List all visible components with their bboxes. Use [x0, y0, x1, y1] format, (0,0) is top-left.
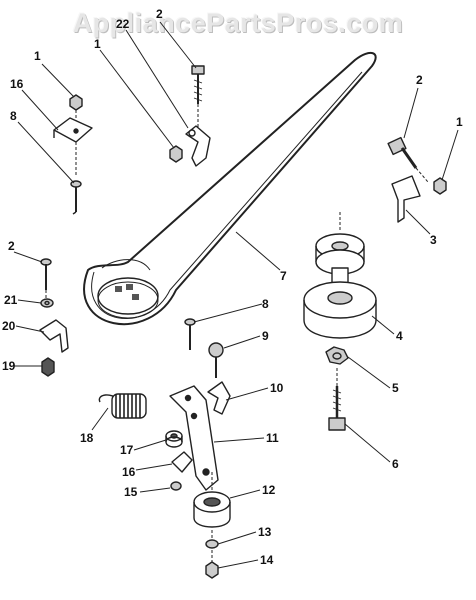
callout-7: 7 — [280, 269, 287, 283]
spring-part-18 — [98, 393, 147, 419]
bracket-part-22 — [185, 125, 211, 167]
nut-part-1-right — [433, 177, 447, 195]
callout-18: 18 — [80, 431, 94, 445]
bracket-part-10 — [207, 381, 231, 415]
callout-1-left: 1 — [34, 49, 41, 63]
bolt-part-6 — [328, 368, 346, 431]
callout-8-center: 8 — [262, 297, 269, 311]
callout-13: 13 — [258, 525, 272, 539]
nut-part-5 — [325, 346, 349, 365]
nut-part-19 — [41, 357, 55, 377]
washer-part-21 — [40, 298, 54, 308]
callout-20: 20 — [2, 319, 16, 333]
washer-part-13 — [205, 530, 219, 549]
knob-part-9 — [208, 342, 224, 378]
leader-lines — [13, 21, 459, 569]
nut-part-1-top — [169, 145, 183, 163]
callout-16-left: 16 — [10, 77, 24, 91]
bolt-part-8-center — [184, 318, 196, 350]
callout-4: 4 — [396, 329, 403, 343]
nut-part-14 — [205, 550, 219, 579]
callout-1-top: 1 — [94, 37, 101, 51]
bolt-part-2-left — [40, 258, 52, 298]
pulley-part-4 — [303, 212, 377, 339]
engine-pulley — [97, 277, 159, 319]
washer-part-15 — [170, 481, 182, 491]
callout-19: 19 — [2, 359, 16, 373]
clip-part-16-left — [53, 117, 93, 175]
callout-9: 9 — [262, 329, 269, 343]
callout-14: 14 — [260, 553, 274, 567]
callout-1-right: 1 — [456, 115, 463, 129]
clip-part-16-lower — [171, 451, 193, 473]
bolt-part-2-right — [387, 136, 429, 183]
callout-15: 15 — [124, 485, 138, 499]
bushing-part-17 — [165, 430, 183, 448]
callout-6: 6 — [392, 457, 399, 471]
callout-8-left: 8 — [10, 109, 17, 123]
bolt-part-8-left — [70, 180, 82, 215]
idler-pulley-part-12 — [193, 472, 231, 528]
callout-12: 12 — [262, 483, 276, 497]
callout-11: 11 — [266, 431, 279, 445]
callout-5: 5 — [392, 381, 399, 395]
callout-numbers: 1 16 8 22 2 1 2 1 3 7 2 21 20 19 8 9 4 5… — [2, 7, 463, 567]
callout-16-lower: 16 — [122, 465, 136, 479]
callout-2-left: 2 — [8, 239, 15, 253]
bracket-part-3 — [391, 175, 421, 223]
clip-part-20 — [39, 319, 69, 353]
bolt-part-2-top — [191, 65, 205, 130]
callout-17: 17 — [120, 443, 134, 457]
callout-21: 21 — [4, 293, 18, 307]
callout-22: 22 — [116, 17, 130, 31]
callout-3: 3 — [430, 233, 437, 247]
nut-part-1-left — [69, 94, 83, 125]
callout-10: 10 — [270, 381, 284, 395]
callout-2-right: 2 — [416, 73, 423, 87]
callout-2-top: 2 — [156, 7, 163, 21]
